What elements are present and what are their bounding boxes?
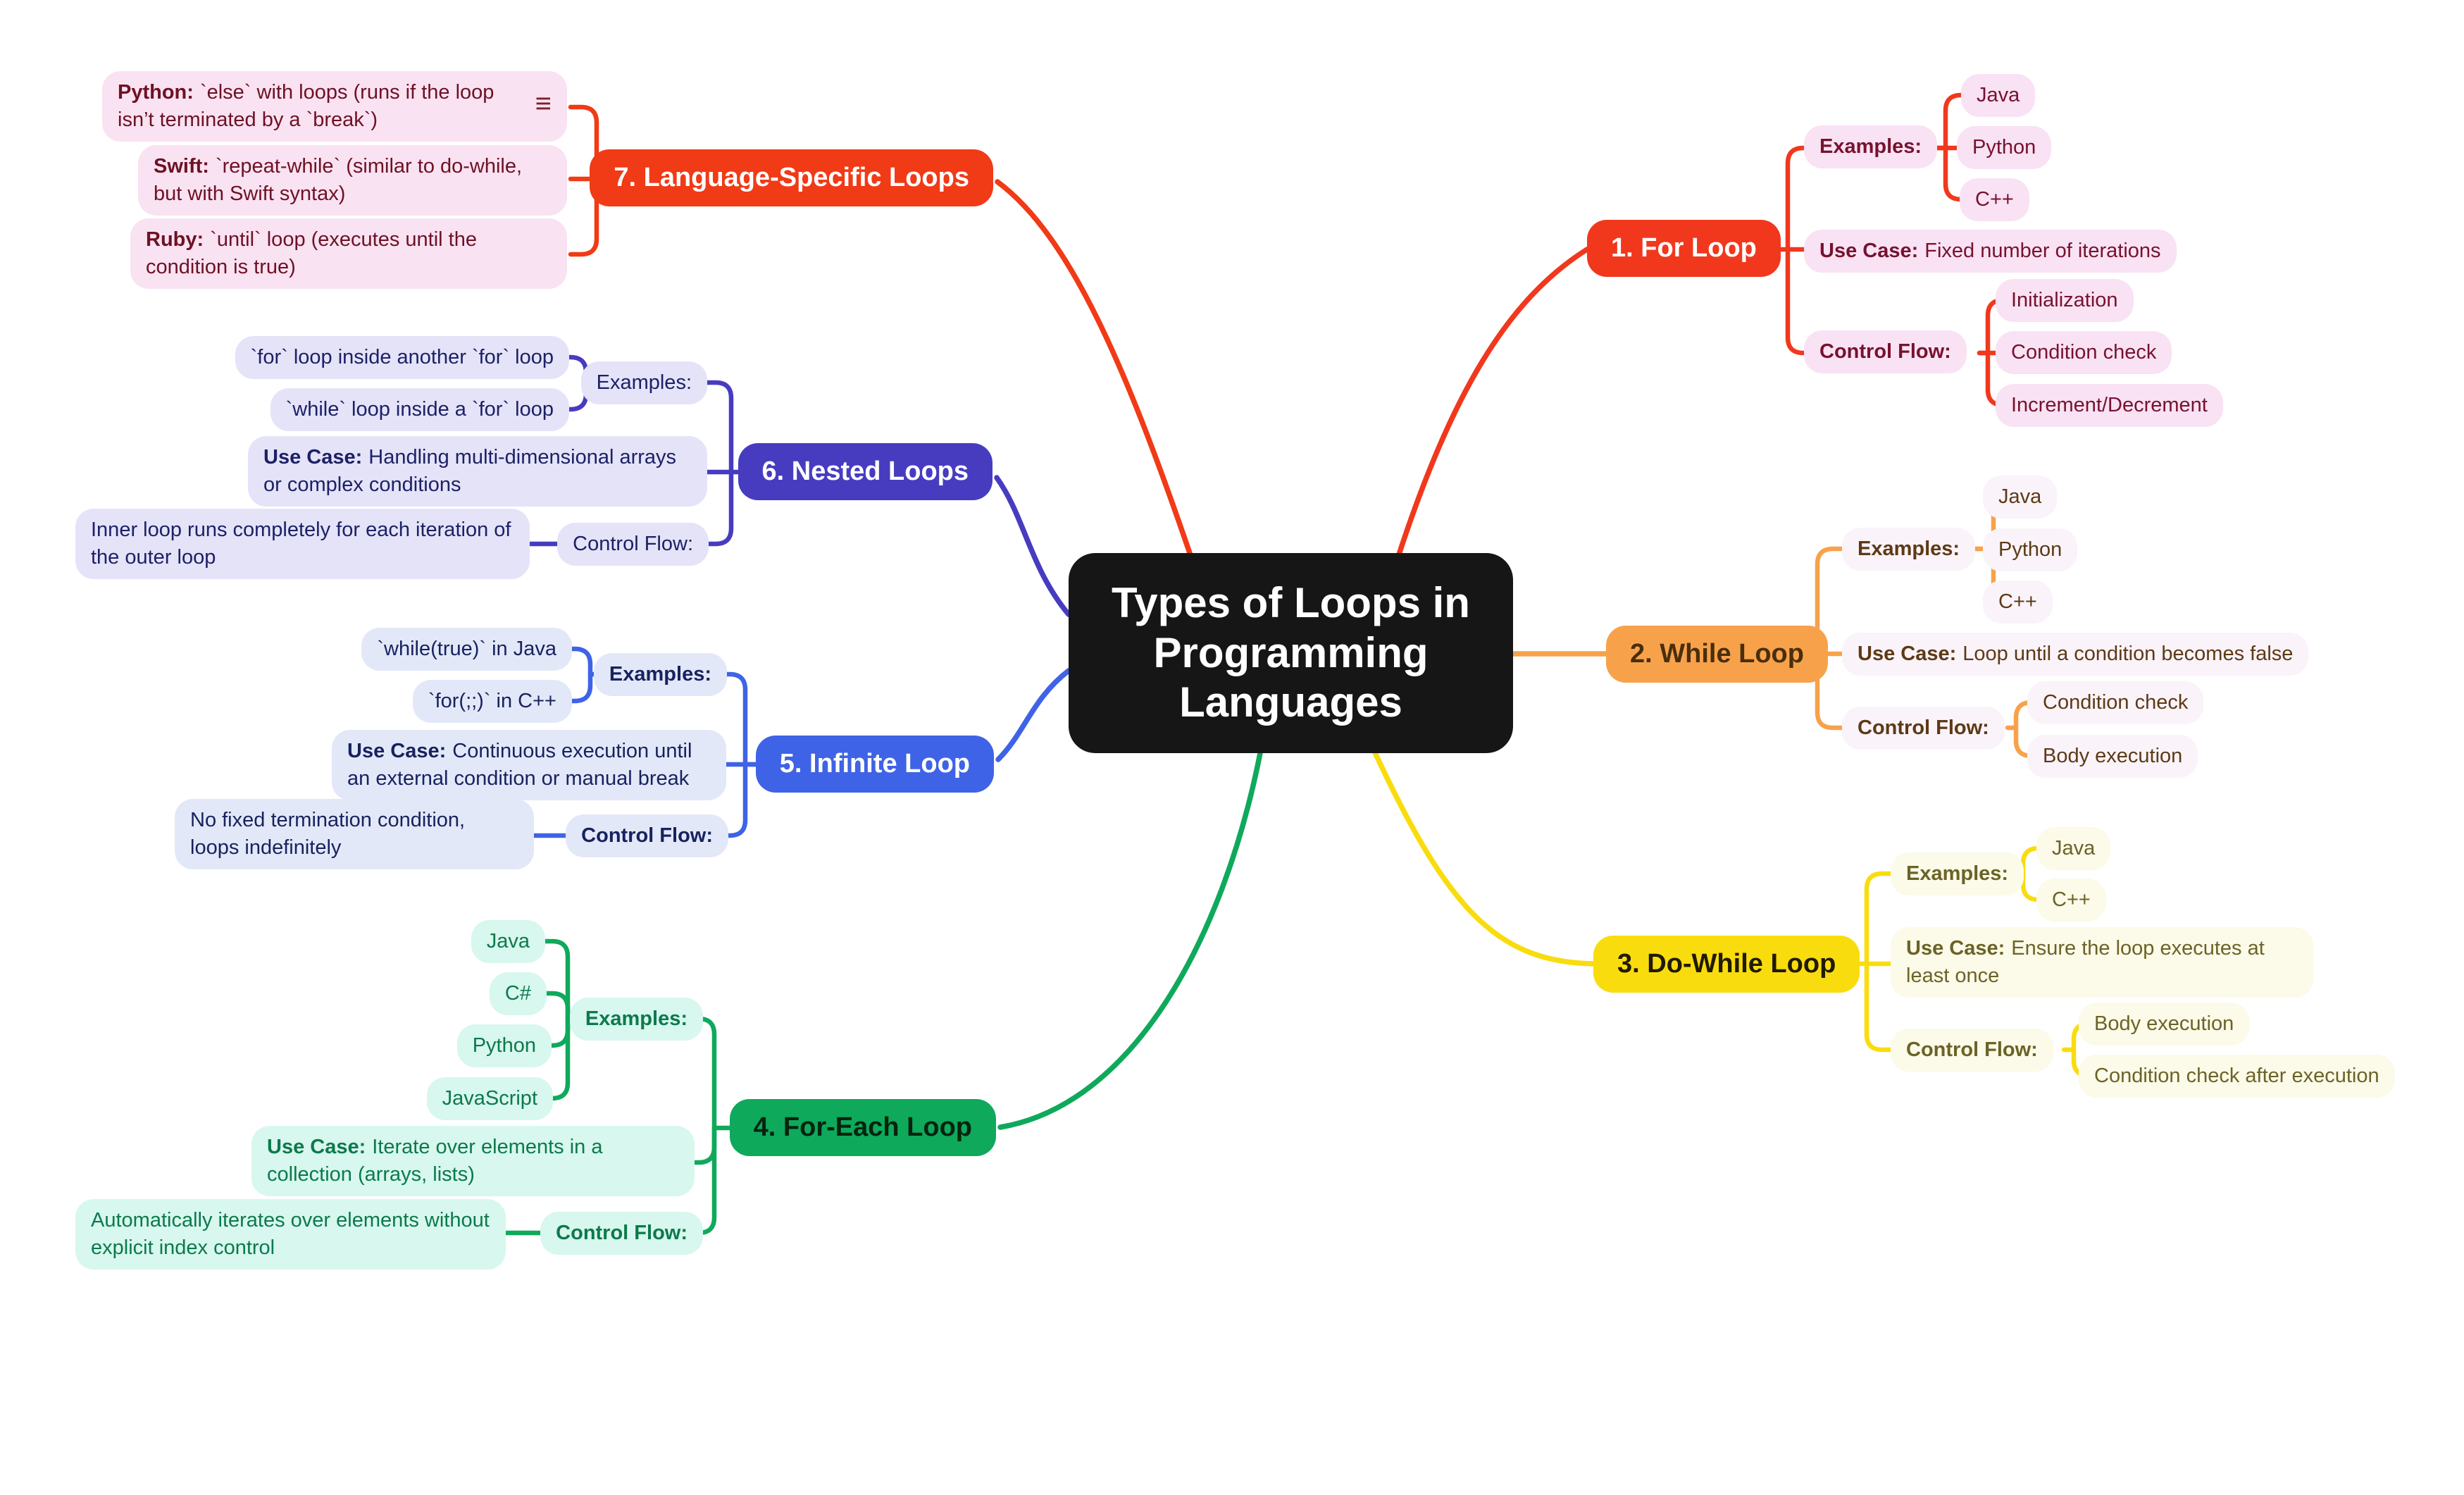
notes-icon[interactable]: ≡	[535, 88, 552, 119]
for-each-use-case[interactable]: Use Case:Iterate over elements in a coll…	[251, 1126, 695, 1196]
infinite-control-flow-label[interactable]: Control Flow:	[566, 814, 728, 857]
branch-for-each-loop[interactable]: 4. For-Each Loop	[729, 1099, 996, 1157]
do-while-examples-label[interactable]: Examples:	[1891, 852, 2024, 895]
while-loop-cf-body-execution[interactable]: Body execution	[2027, 735, 2198, 778]
branch-infinite-loop[interactable]: 5. Infinite Loop	[755, 736, 994, 793]
while-loop-use-case[interactable]: Use Case:Loop until a condition becomes …	[1842, 633, 2309, 676]
infinite-examples-label[interactable]: Examples:	[593, 653, 727, 696]
use-case-prefix: Use Case:	[263, 446, 363, 469]
for-loop-example-cpp[interactable]: C++	[1960, 178, 2029, 221]
branch-do-while-loop[interactable]: 3. Do-While Loop	[1593, 936, 1860, 993]
use-case-text: Handling multi-dimensional arrays or com…	[263, 446, 677, 496]
python-text: `else` with loops (runs if the loop isn’…	[118, 81, 494, 131]
branch-nested-loops[interactable]: 6. Nested Loops	[738, 443, 993, 501]
while-loop-example-python[interactable]: Python	[1983, 528, 2078, 571]
branch-for-loop[interactable]: 1. For Loop	[1587, 220, 1781, 278]
nested-examples-label[interactable]: Examples:	[580, 361, 707, 404]
do-while-cf-condition-after[interactable]: Condition check after execution	[2079, 1055, 2395, 1098]
ruby-prefix: Ruby:	[146, 228, 204, 251]
swift-text: `repeat-while` (similar to do-while, but…	[154, 155, 523, 205]
swift-prefix: Swift:	[154, 155, 209, 178]
while-loop-cf-condition-check[interactable]: Condition check	[2027, 681, 2204, 724]
nested-cf-note[interactable]: Inner loop runs completely for each iter…	[75, 509, 530, 579]
language-specific-ruby[interactable]: Ruby:`until` loop (executes until the co…	[130, 218, 567, 289]
use-case-prefix: Use Case:	[347, 740, 447, 762]
infinite-example-for-semicolons[interactable]: `for(;;)` in C++	[412, 680, 572, 723]
for-loop-connectors	[1395, 92, 2012, 559]
for-each-example-python[interactable]: Python	[456, 1024, 552, 1067]
nested-example-while-in-for[interactable]: `while` loop inside a `for` loop	[270, 388, 569, 431]
while-loop-example-java[interactable]: Java	[1983, 476, 2058, 519]
infinite-cf-note[interactable]: No fixed termination condition, loops in…	[175, 799, 534, 869]
for-loop-cf-initialization[interactable]: Initialization	[1996, 279, 2134, 322]
python-prefix: Python:	[118, 81, 194, 104]
for-loop-cf-increment-decrement[interactable]: Increment/Decrement	[1996, 384, 2223, 427]
for-each-cf-note[interactable]: Automatically iterates over elements wit…	[75, 1199, 506, 1270]
use-case-prefix: Use Case:	[1906, 937, 2005, 960]
do-while-connectors	[1371, 747, 2098, 1079]
for-loop-cf-condition-check[interactable]: Condition check	[1996, 331, 2172, 374]
for-loop-example-java[interactable]: Java	[1961, 74, 2036, 117]
language-specific-python[interactable]: Python:`else` with loops (runs if the lo…	[102, 71, 567, 142]
language-specific-swift[interactable]: Swift:`repeat-while` (similar to do-whil…	[138, 145, 567, 216]
do-while-example-java[interactable]: Java	[2036, 827, 2111, 870]
branch-language-specific-loops[interactable]: 7. Language-Specific Loops	[590, 149, 993, 207]
while-loop-examples-label[interactable]: Examples:	[1842, 528, 1976, 571]
ruby-text: `until` loop (executes until the conditi…	[146, 228, 477, 278]
for-each-example-csharp[interactable]: C#	[489, 972, 547, 1015]
nested-use-case[interactable]: Use Case:Handling multi-dimensional arra…	[248, 436, 707, 507]
use-case-prefix: Use Case:	[1858, 643, 1957, 665]
use-case-text: Iterate over elements in a collection (a…	[267, 1136, 603, 1186]
use-case-text: Fixed number of iterations	[1924, 240, 2161, 262]
central-topic[interactable]: Types of Loops in Programming Languages	[1069, 553, 1513, 753]
do-while-cf-body-execution[interactable]: Body execution	[2079, 1003, 2250, 1046]
for-each-example-java[interactable]: Java	[471, 920, 545, 963]
do-while-example-cpp[interactable]: C++	[2036, 879, 2106, 922]
infinite-use-case[interactable]: Use Case:Continuous execution until an e…	[332, 730, 726, 800]
for-each-examples-label[interactable]: Examples:	[569, 998, 703, 1041]
while-loop-example-cpp[interactable]: C++	[1983, 581, 2053, 624]
for-loop-use-case[interactable]: Use Case:Fixed number of iterations	[1804, 230, 2177, 273]
for-loop-examples-label[interactable]: Examples:	[1804, 125, 1938, 168]
do-while-control-flow-label[interactable]: Control Flow:	[1891, 1029, 2053, 1072]
for-loop-control-flow-label[interactable]: Control Flow:	[1804, 330, 1967, 373]
for-each-control-flow-label[interactable]: Control Flow:	[540, 1212, 703, 1255]
use-case-text: Ensure the loop executes at least once	[1906, 937, 2265, 987]
nested-control-flow-label[interactable]: Control Flow:	[557, 523, 709, 566]
while-loop-control-flow-label[interactable]: Control Flow:	[1842, 707, 2005, 750]
infinite-example-while-true[interactable]: `while(true)` in Java	[361, 628, 572, 671]
do-while-use-case[interactable]: Use Case:Ensure the loop executes at lea…	[1891, 927, 2313, 998]
use-case-text: Continuous execution until an external c…	[347, 740, 692, 790]
branch-while-loop[interactable]: 2. While Loop	[1606, 626, 1828, 683]
use-case-prefix: Use Case:	[1819, 240, 1919, 262]
use-case-prefix: Use Case:	[267, 1136, 366, 1158]
use-case-text: Loop until a condition becomes false	[1962, 643, 2294, 665]
nested-example-for-in-for[interactable]: `for` loop inside another `for` loop	[235, 336, 569, 379]
for-each-example-javascript[interactable]: JavaScript	[426, 1077, 553, 1120]
for-loop-example-python[interactable]: Python	[1957, 126, 2052, 169]
